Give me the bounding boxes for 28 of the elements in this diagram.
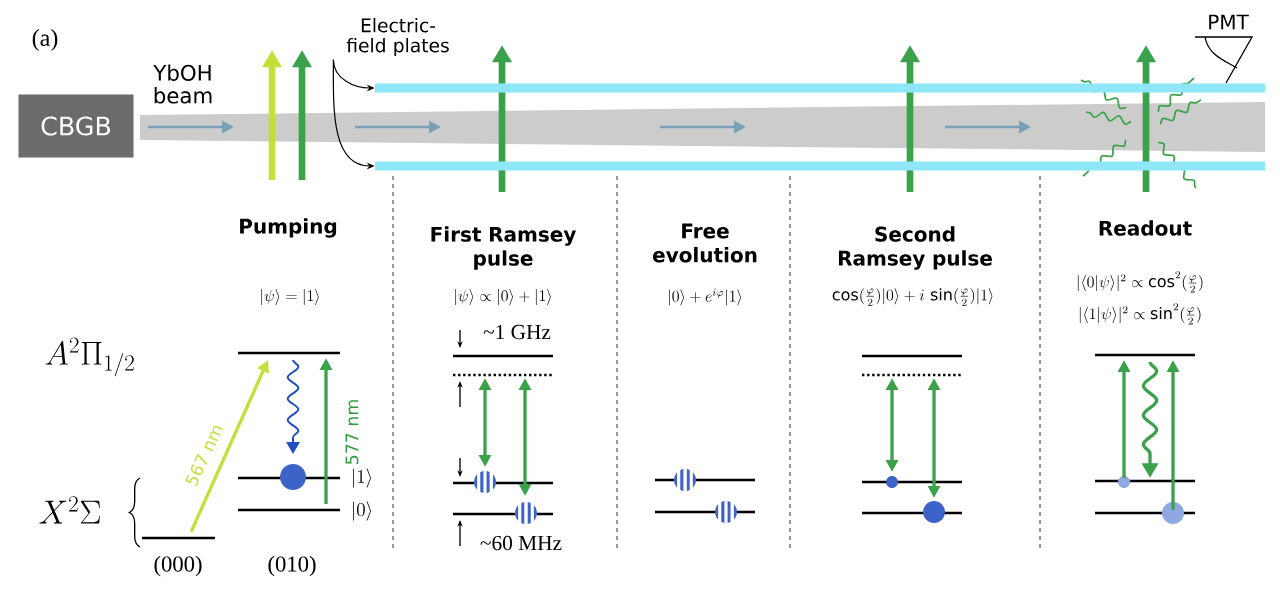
detector-label: PMT [1209, 14, 1249, 30]
stage-heading: Readout [1099, 220, 1192, 236]
stage-heading: Free evolution [652, 223, 757, 263]
stage-heading: Pumping [240, 218, 337, 238]
state-formula: $|0\rangle + e^{i\varphi}|1\rangle$ [669, 288, 741, 306]
electrode-plate [375, 161, 1265, 171]
state-label: $|0\rangle$ [353, 501, 371, 521]
splitting-label: ~1 GHz [483, 324, 551, 340]
source-box: CBGB [18, 94, 134, 158]
splitting-label: ~60 MHz [480, 535, 562, 551]
vibrational-label: (010) [268, 555, 316, 577]
electrode-plate [375, 83, 1265, 93]
state-symbol: $X^2\Sigma$ [39, 496, 100, 524]
wavelength-label: 577 nm [345, 400, 359, 464]
annotation-label: Electric-field plates [346, 17, 449, 57]
stage-heading: Second Ramsey pulse [838, 226, 992, 270]
beam-label: YbOH beam [153, 64, 212, 104]
state-formula: $\cos(\tfrac{\varphi}{2})|0\rangle + i\,\sin(\tfrac{\varphi}{2})|1\rangle$ [832, 288, 993, 306]
state-label: $|1\rangle$ [353, 468, 371, 488]
state-formula: $|\psi\rangle = |1\rangle$ [261, 289, 319, 305]
stage-heading: First Ramsey pulse [431, 226, 576, 270]
state-formula: $|\langle 0|\psi\rangle|^2 \propto \cos^2(\tfrac{\varphi}{2})$ [1077, 271, 1203, 293]
wavelength-label: 567 nm [185, 425, 224, 487]
state-formula: $|\psi\rangle \propto |0\rangle + |1\rangle$ [455, 289, 551, 305]
state-formula: $|\langle 1|\psi\rangle|^2 \propto \sin^2(\tfrac{\varphi}{2})$ [1079, 303, 1201, 325]
state-symbol: $A^2\Pi_{1/2}$ [45, 337, 134, 377]
panel-label: (a) [32, 29, 58, 51]
vibrational-label: (000) [154, 555, 202, 577]
